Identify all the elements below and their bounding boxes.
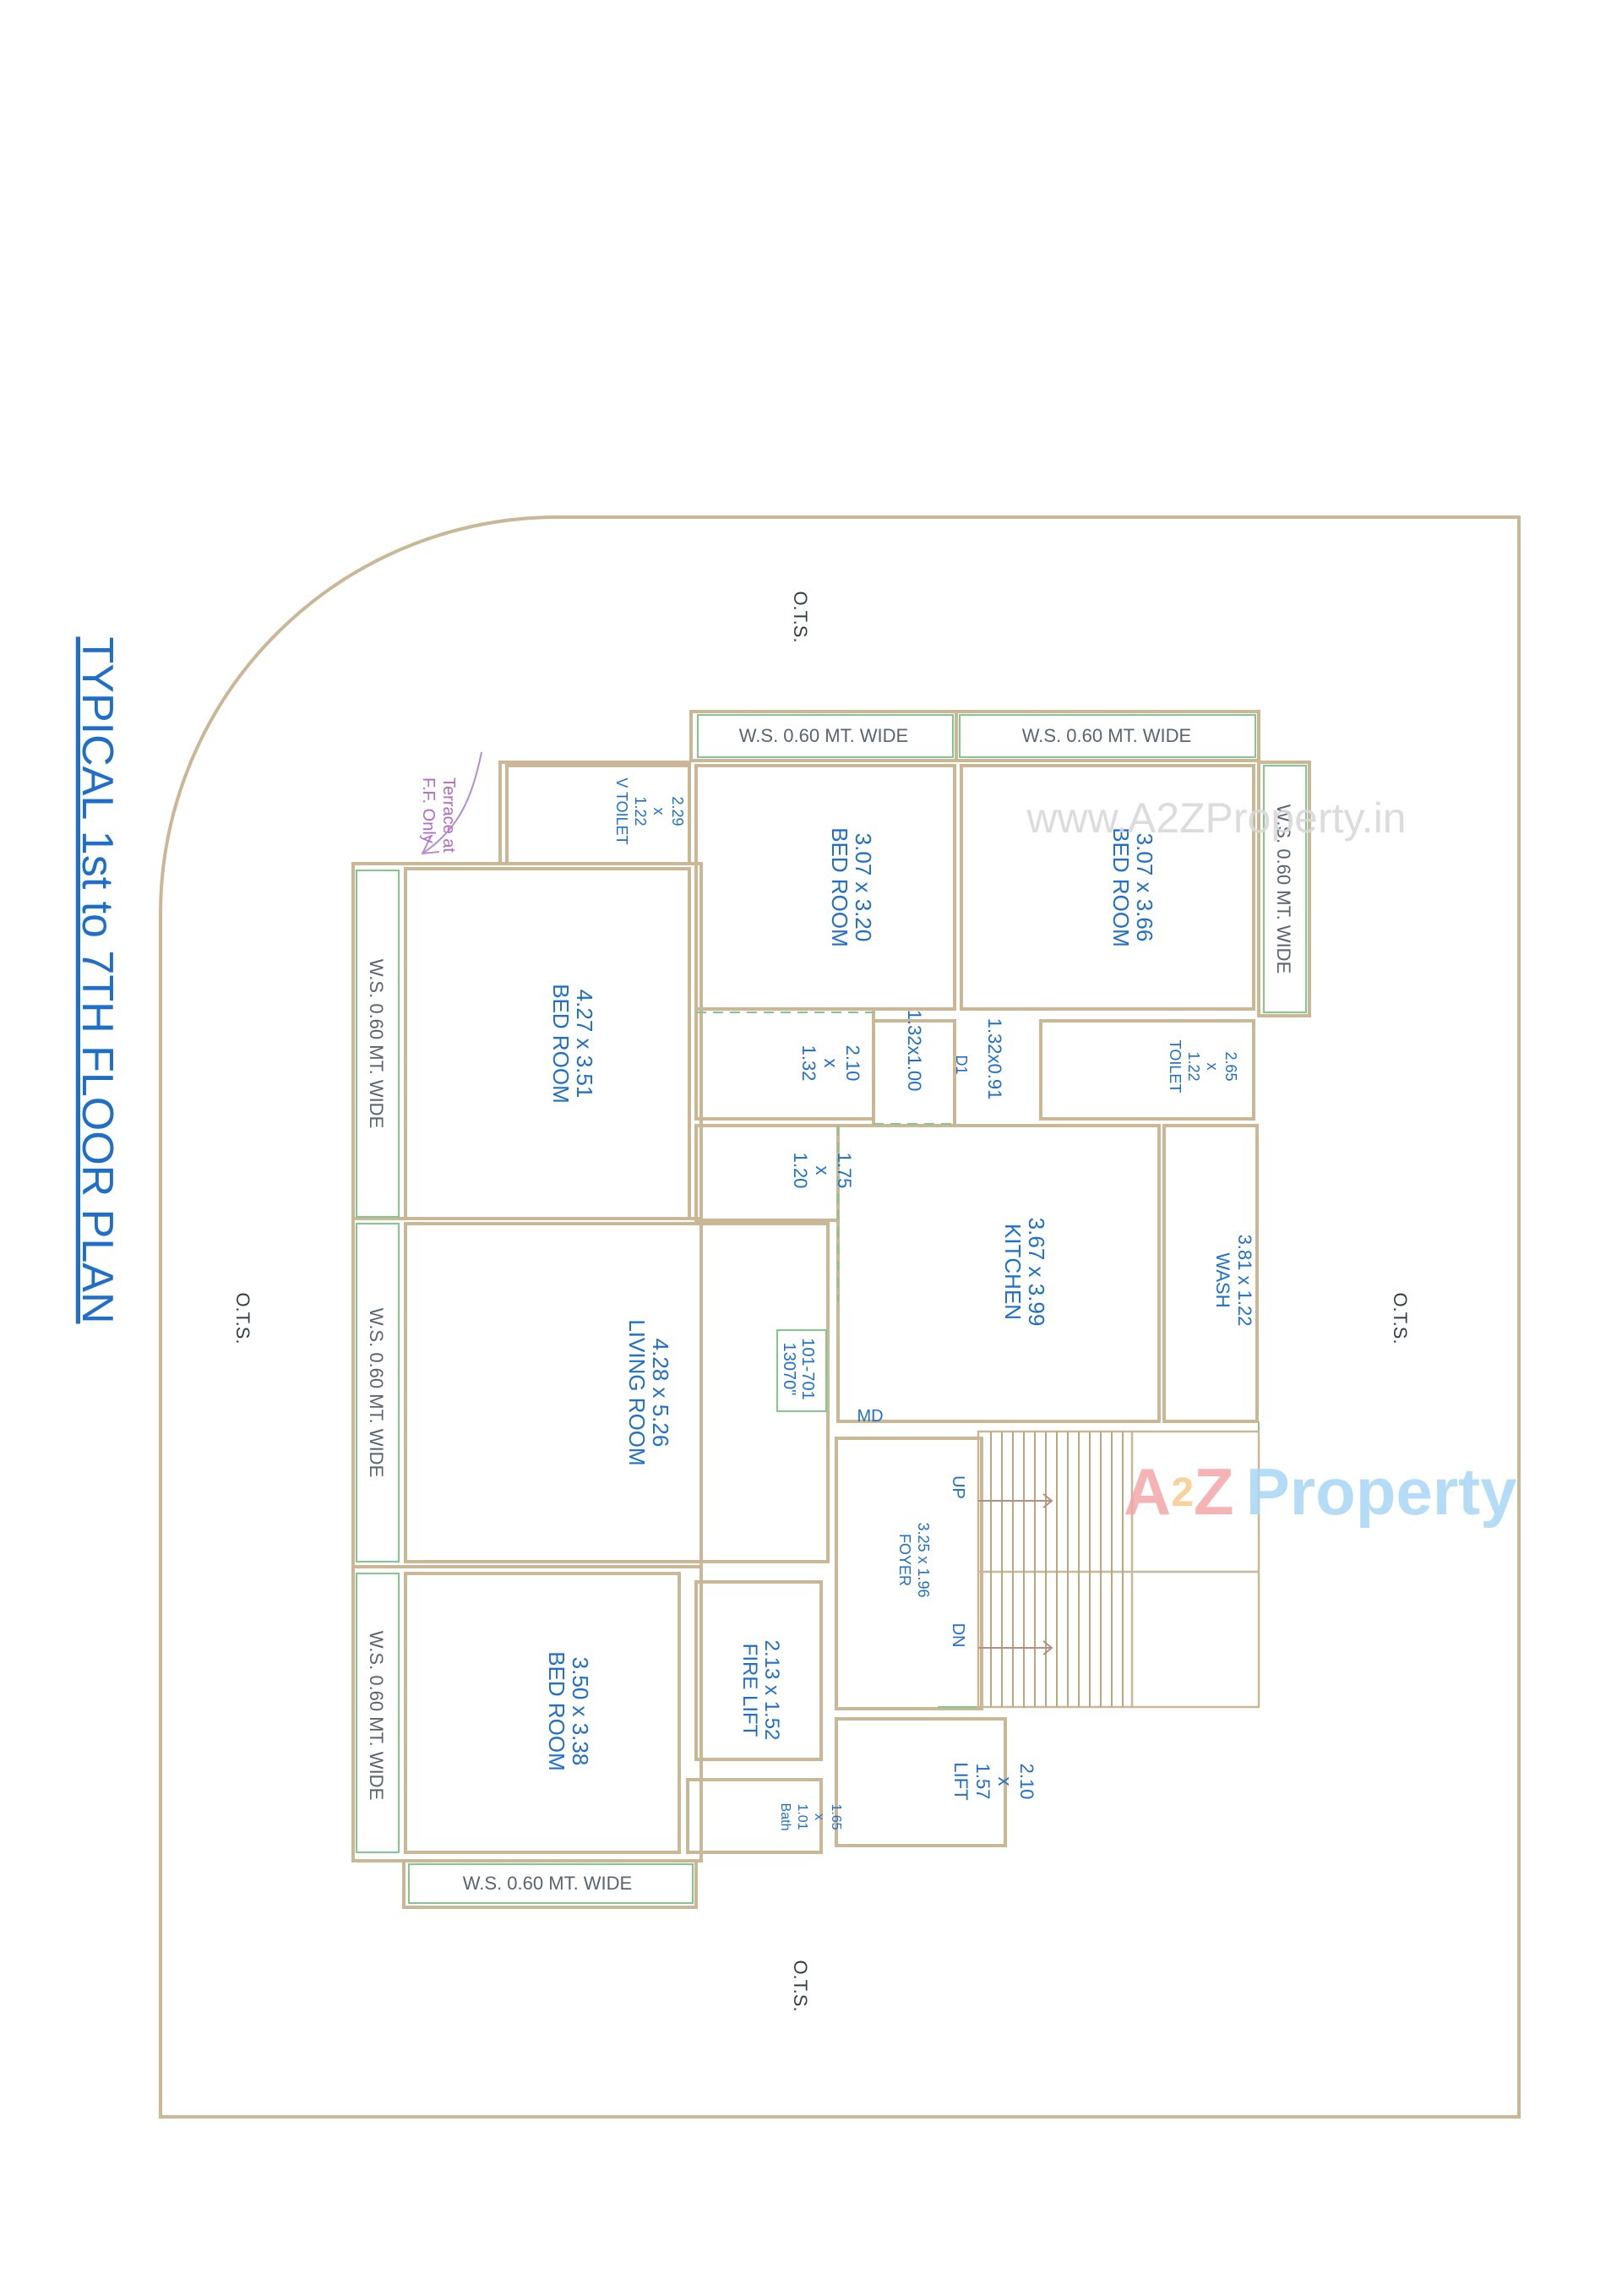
terrace-arrow-icon	[421, 751, 482, 855]
svg-text:D1: D1	[953, 1055, 970, 1074]
svg-text:13070": 13070"	[780, 1343, 798, 1396]
room-bed1: BED ROOM 4.27 x 3.51	[548, 984, 597, 1104]
svg-text:x: x	[812, 1166, 833, 1175]
room-bed4: BED ROOM 3.50 x 3.38	[544, 1651, 593, 1771]
svg-text:BED ROOM: BED ROOM	[1108, 827, 1134, 947]
svg-text:4.27 x 3.51: 4.27 x 3.51	[572, 990, 597, 1099]
svg-text:3.07 x 3.20: 3.07 x 3.20	[851, 833, 876, 942]
md-label: MD	[857, 1407, 883, 1426]
ots-label-left: O.T.S.	[232, 1292, 253, 1344]
page-title: TYPICAL 1st to 7TH FLOOR PLAN	[73, 637, 122, 1324]
svg-text:1.32x1.00: 1.32x1.00	[904, 1010, 925, 1092]
svg-text:1.20: 1.20	[790, 1153, 811, 1189]
svg-text:BED ROOM: BED ROOM	[827, 827, 852, 947]
svg-text:x: x	[1204, 1063, 1221, 1071]
svg-text:1.22: 1.22	[632, 796, 649, 826]
svg-text:3.07 x 3.66: 3.07 x 3.66	[1132, 833, 1157, 942]
svg-text:Terrace at F.F. Only: Terrace at F.F. Only	[419, 777, 458, 858]
staircase	[977, 1430, 1260, 1709]
room-foyer: FOYER 3.25 x 1.96	[896, 1522, 932, 1597]
svg-text:O.T.S.: O.T.S.	[790, 1960, 811, 2011]
up-label: UP	[949, 1475, 967, 1499]
room-bed2: BED ROOM 3.07 x 3.20	[827, 827, 876, 947]
flat-number: 101-701 13070"	[780, 1338, 817, 1399]
svg-text:1.32: 1.32	[798, 1045, 819, 1082]
svg-text:KITCHEN: KITCHEN	[1000, 1224, 1026, 1320]
terrace-note: Terrace at F.F. Only	[419, 777, 458, 858]
svg-text:1.32x0.91: 1.32x0.91	[984, 1018, 1005, 1100]
svg-text:1.57: 1.57	[972, 1764, 993, 1800]
svg-text:2.65: 2.65	[1222, 1051, 1239, 1081]
terrace-line-2: F.F. Only	[419, 777, 438, 843]
ws-label-left-1: W.S. 0.60 MT. WIDE	[366, 959, 387, 1128]
svg-text:FOYER: FOYER	[896, 1534, 913, 1586]
svg-text:BED ROOM: BED ROOM	[548, 984, 574, 1104]
dn-arrow-icon	[978, 1640, 1053, 1655]
room-passage2: 1.32x0.91	[984, 1018, 1005, 1100]
svg-text:2.10: 2.10	[1016, 1764, 1037, 1800]
room-bed3: BED ROOM 3.07 x 3.66	[1108, 827, 1157, 947]
door-d1-label: D1	[953, 1055, 970, 1074]
room-passage1: 1.32x1.00	[904, 1010, 925, 1092]
svg-text:BED ROOM: BED ROOM	[544, 1651, 569, 1771]
dn-label: DN	[949, 1623, 967, 1648]
room-walls	[404, 764, 1259, 1854]
svg-text:FIRE LIFT: FIRE LIFT	[738, 1644, 761, 1737]
svg-text:Bath: Bath	[778, 1803, 792, 1831]
svg-text:x: x	[812, 1813, 826, 1820]
svg-text:x: x	[820, 1059, 841, 1068]
svg-text:2.10: 2.10	[842, 1045, 863, 1082]
svg-text:V TOILET: V TOILET	[613, 777, 630, 844]
ws-label-left-2: W.S. 0.60 MT. WIDE	[366, 1308, 387, 1477]
plot-boundary	[159, 515, 1521, 2119]
svg-text:1.22: 1.22	[1185, 1051, 1202, 1081]
room-wash: WASH 3.81 x 1.22	[1212, 1235, 1255, 1327]
svg-text:3.81 x 1.22: 3.81 x 1.22	[1234, 1235, 1255, 1327]
ws-label-top-1: W.S. 0.60 MT. WIDE	[739, 725, 908, 746]
svg-text:101-701: 101-701	[798, 1338, 817, 1399]
svg-text:A2ZProperty: A2ZProperty	[1124, 1454, 1516, 1529]
room-fire-lift: FIRE LIFT 2.13 x 1.52	[738, 1640, 783, 1741]
svg-text:x: x	[994, 1777, 1015, 1786]
svg-text:1.75: 1.75	[834, 1153, 855, 1189]
svg-text:1.01: 1.01	[795, 1803, 809, 1830]
ots-label-right: O.T.S.	[1390, 1292, 1411, 1344]
svg-text:2.13 x 1.52: 2.13 x 1.52	[760, 1640, 783, 1741]
room-living: LIVING ROOM 4.28 x 5.26	[624, 1319, 673, 1465]
svg-text:3.50 x 3.38: 3.50 x 3.38	[568, 1657, 593, 1766]
ws-label-right: W.S. 0.60 MT. WIDE	[1273, 804, 1294, 973]
ots-label-bottom: O.T.S.	[790, 1960, 811, 2011]
room-kitchen: KITCHEN 3.67 x 3.99	[1000, 1218, 1049, 1327]
svg-text:2.29: 2.29	[669, 796, 686, 826]
ots-label-top: O.T.S.	[790, 591, 811, 642]
svg-text:TOILET: TOILET	[1167, 1040, 1184, 1093]
ws-label-left-3: W.S. 0.60 MT. WIDE	[366, 1631, 387, 1800]
terrace-line-1: Terrace at	[439, 777, 458, 853]
svg-text:3.25 x 1.96: 3.25 x 1.96	[915, 1522, 932, 1597]
svg-text:4.28 x 5.26: 4.28 x 5.26	[648, 1339, 673, 1448]
svg-text:3.67 x 3.99: 3.67 x 3.99	[1024, 1218, 1049, 1327]
svg-text:x: x	[650, 808, 667, 815]
svg-text:WASH: WASH	[1212, 1252, 1233, 1307]
ws-label-bottom: W.S. 0.60 MT. WIDE	[463, 1873, 632, 1894]
watermark-url: www.A2ZProperty.in	[1026, 794, 1406, 842]
svg-text:1.65: 1.65	[829, 1803, 843, 1830]
svg-text:O.T.S.: O.T.S.	[790, 591, 811, 642]
up-arrow-icon	[978, 1493, 1053, 1508]
ws-label-top-2: W.S. 0.60 MT. WIDE	[1022, 725, 1191, 746]
svg-text:LIFT: LIFT	[950, 1762, 972, 1800]
svg-text:LIVING ROOM: LIVING ROOM	[624, 1319, 650, 1465]
